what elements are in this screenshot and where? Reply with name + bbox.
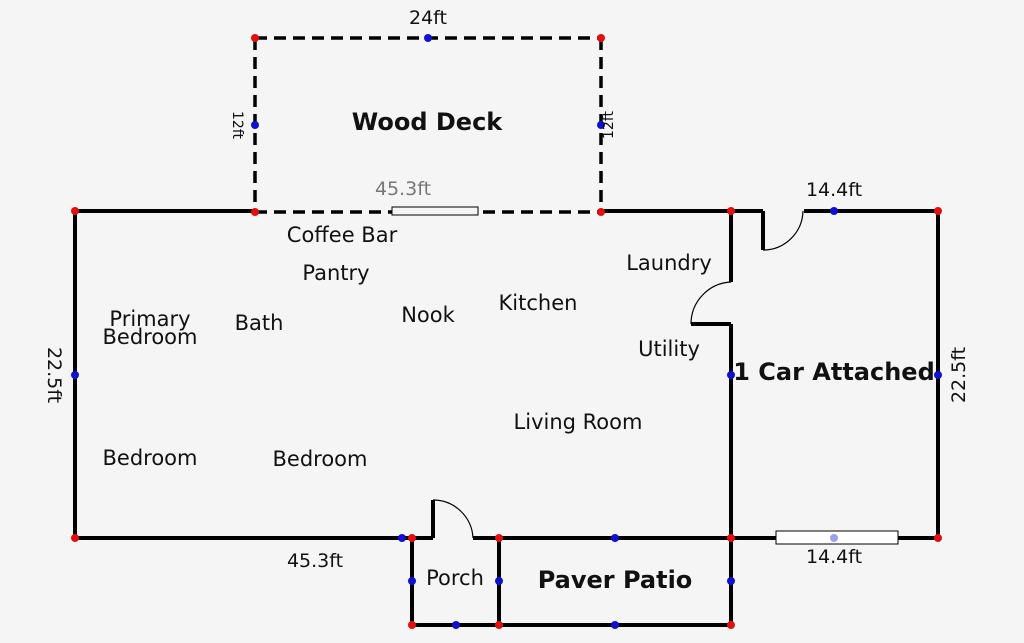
- room-laundry: Laundry: [626, 251, 712, 275]
- window-rear: [391, 206, 479, 216]
- room-kitchen: Kitchen: [499, 291, 578, 315]
- corner-points[interactable]: [71, 34, 942, 629]
- dim-deck-left: 12ft: [229, 111, 245, 139]
- dim-deck-right: 12ft: [601, 111, 617, 139]
- area-garage: 1 Car Attached: [733, 358, 935, 386]
- room-utility: Utility: [638, 337, 700, 361]
- room-bedroom-1: Bedroom: [103, 446, 198, 470]
- door-swings: [432, 210, 804, 539]
- area-paver-patio: Paver Patio: [538, 566, 693, 594]
- dim-house-top: 45.3ft: [375, 178, 431, 200]
- room-primary-bedroom-line1: Primary: [109, 307, 190, 331]
- room-pantry: Pantry: [302, 261, 369, 285]
- room-living-room: Living Room: [514, 410, 643, 434]
- dim-garage-right: 22.5ft: [948, 347, 970, 403]
- room-bath: Bath: [235, 311, 284, 335]
- dim-house-bottom: 45.3ft: [287, 550, 343, 572]
- mid-points[interactable]: [71, 34, 942, 629]
- dim-deck-top: 24ft: [409, 7, 447, 29]
- room-nook: Nook: [401, 303, 455, 327]
- area-wood-deck: Wood Deck: [352, 108, 504, 136]
- dim-garage-bottom: 14.4ft: [806, 546, 862, 568]
- room-coffee-bar: Coffee Bar: [287, 223, 398, 247]
- dim-house-left: 22.5ft: [43, 347, 65, 403]
- room-primary-bedroom-line2: Bedroom: [103, 325, 198, 349]
- dim-garage-top: 14.4ft: [806, 179, 862, 201]
- room-bedroom-2: Bedroom: [273, 447, 368, 471]
- area-porch: Porch: [426, 566, 484, 590]
